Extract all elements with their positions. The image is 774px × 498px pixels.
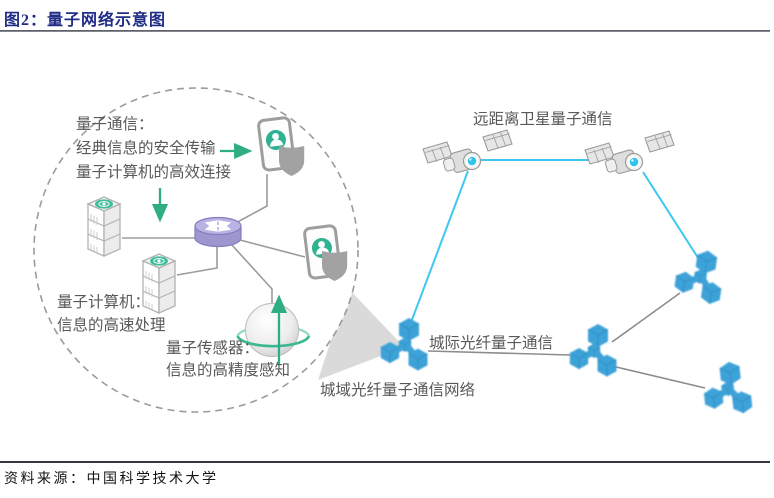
- link-router-sensor: [230, 243, 273, 303]
- link-phone1-router: [231, 174, 268, 226]
- server-tower-icon: [87, 196, 121, 257]
- city-cluster-node-icon: [381, 318, 428, 370]
- fiber-links: [427, 292, 706, 389]
- label-line: 量子计算机的高效连接: [76, 164, 232, 181]
- satellite-icon: [422, 129, 513, 177]
- label-satellite-link: 远距离卫星量子通信: [473, 111, 613, 128]
- label-line: 信息的高速处理: [57, 317, 166, 334]
- link-node2-node4: [611, 365, 706, 389]
- source-divider: [0, 461, 770, 463]
- zoom-callout-wedge: [318, 288, 404, 380]
- source-note: 资料来源：中国科学技术大学: [4, 472, 219, 487]
- label-intercity-fiber: 城际光纤量子通信: [429, 335, 554, 352]
- satellite-links: [406, 159, 703, 334]
- label-quantum-sensor: 量子传感器： 信息的高精度感知: [166, 338, 290, 382]
- label-line: 量子传感器：: [166, 340, 260, 357]
- city-cluster-node-icon: [673, 247, 727, 305]
- label-quantum-computer: 量子计算机： 信息的高速处理: [57, 291, 166, 337]
- label-line: 量子计算机：: [57, 294, 151, 311]
- satellite-icon: [584, 130, 675, 178]
- label-line: 量子通信：: [76, 116, 154, 133]
- label-metro-network: 城域光纤量子通信网络: [320, 382, 476, 399]
- lan-links: [122, 174, 306, 303]
- label-line: 信息的高精度感知: [166, 362, 291, 379]
- link-router-server2: [176, 247, 218, 276]
- label-quantum-communication: 量子通信： 经典信息的安全传输 量子计算机的高效连接: [76, 113, 231, 185]
- link-node2-node3: [611, 292, 681, 343]
- city-cluster-node-icon: [701, 360, 753, 417]
- router-icon: [194, 216, 242, 248]
- figure-title: 图2：量子网络示意图: [4, 12, 167, 29]
- label-line: 经典信息的安全传输: [76, 140, 216, 157]
- title-divider: [0, 30, 770, 32]
- link-sat1-node1: [406, 170, 469, 334]
- link-node1-node2: [427, 350, 571, 356]
- link-router-phone2: [239, 239, 306, 258]
- city-cluster-node-icon: [570, 324, 617, 376]
- link-sat2-node3: [642, 171, 703, 265]
